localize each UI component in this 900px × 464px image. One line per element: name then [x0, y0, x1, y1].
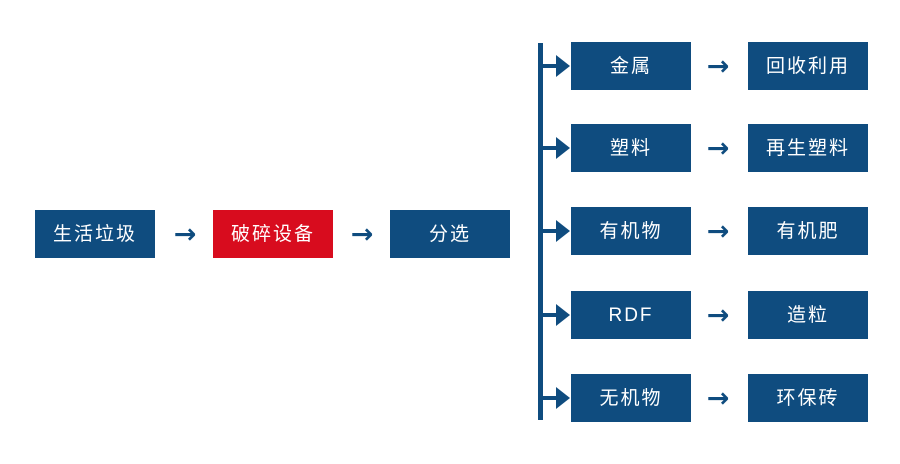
node-sorting[interactable]: 分选	[390, 210, 510, 258]
node-branch-product-3[interactable]: 有机肥	[748, 207, 868, 255]
spine-arrow-1-icon	[538, 51, 572, 81]
node-branch-product-2[interactable]: 再生塑料	[748, 124, 868, 172]
spine-arrow-1-stem	[538, 64, 560, 68]
spine-arrow-5-stem	[538, 396, 560, 400]
spine-arrow-5-icon	[538, 383, 572, 413]
spine-arrow-2-stem	[538, 146, 560, 150]
node-branch-product-5[interactable]: 环保砖	[748, 374, 868, 422]
node-crushing-equipment[interactable]: 破碎设备	[213, 210, 333, 258]
arrow-waste-to-crusher-icon: →	[173, 218, 197, 250]
arrow-branch-3-icon: →	[706, 215, 730, 247]
node-branch-material-1[interactable]: 金属	[571, 42, 691, 90]
node-branch-product-4[interactable]: 造粒	[748, 291, 868, 339]
node-branch-product-1[interactable]: 回收利用	[748, 42, 868, 90]
arrow-branch-1-icon: →	[706, 50, 730, 82]
spine-arrow-4-head	[556, 304, 570, 326]
spine-arrow-1-head	[556, 55, 570, 77]
node-branch-material-4[interactable]: RDF	[571, 291, 691, 339]
node-domestic-waste[interactable]: 生活垃圾	[35, 210, 155, 258]
node-branch-material-3[interactable]: 有机物	[571, 207, 691, 255]
node-branch-material-2[interactable]: 塑料	[571, 124, 691, 172]
spine-arrow-2-icon	[538, 133, 572, 163]
spine-arrow-3-head	[556, 220, 570, 242]
spine-arrow-2-head	[556, 137, 570, 159]
spine-arrow-4-stem	[538, 313, 560, 317]
node-branch-material-5[interactable]: 无机物	[571, 374, 691, 422]
spine-arrow-3-icon	[538, 216, 572, 246]
spine-arrow-3-stem	[538, 229, 560, 233]
spine-arrow-5-head	[556, 387, 570, 409]
arrow-crusher-to-sorting-icon: →	[350, 218, 374, 250]
arrow-branch-2-icon: →	[706, 132, 730, 164]
spine-arrow-4-icon	[538, 300, 572, 330]
arrow-branch-4-icon: →	[706, 299, 730, 331]
arrow-branch-5-icon: →	[706, 382, 730, 414]
